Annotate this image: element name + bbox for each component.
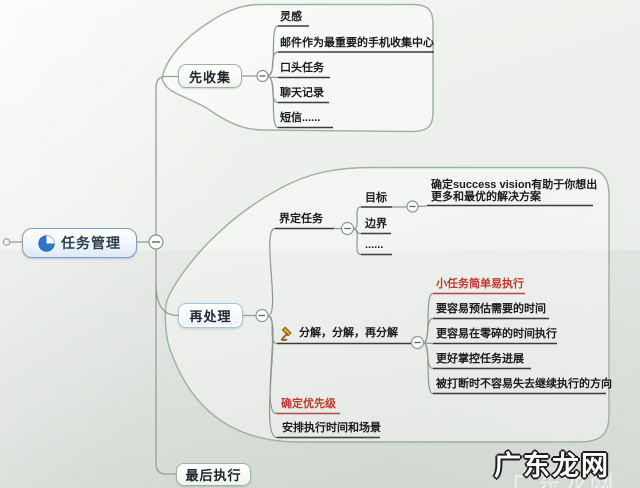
node-decompose[interactable]: 分解，分解，再分解 bbox=[280, 326, 398, 344]
branch-collect-label: 先收集 bbox=[188, 69, 231, 85]
leaf-verbal-tasks[interactable]: 口头任务 bbox=[280, 62, 324, 74]
leaf-fragmented-time[interactable]: 更容易在零碎的时间执行 bbox=[436, 328, 557, 340]
leaf-interruption-direction[interactable]: 被打断时不容易失去继续执行的方向 bbox=[436, 378, 612, 390]
branch-topic-process[interactable]: 再处理 bbox=[178, 303, 243, 328]
pie-chart-icon bbox=[38, 234, 55, 252]
success-vision-line1: 确定success vision有助于你想出 bbox=[431, 179, 598, 191]
leaf-estimate-time[interactable]: 要容易预估需要的时间 bbox=[436, 303, 546, 315]
watermark: 广东龙网 bbox=[494, 451, 610, 481]
collapse-collect[interactable] bbox=[256, 69, 269, 83]
node-etc[interactable]: ...... bbox=[365, 239, 384, 251]
leaf-success-vision-note[interactable]: 确定success vision有助于你想出 更多和最优的解决方案 bbox=[431, 179, 597, 206]
leaf-track-progress[interactable]: 更好掌控任务进展 bbox=[436, 353, 524, 365]
success-vision-line2: 更多和最优的解决方案 bbox=[431, 191, 541, 203]
leaf-sms[interactable]: 短信...... bbox=[280, 112, 321, 124]
node-prioritize[interactable]: 确定优先级 bbox=[281, 398, 336, 410]
node-goal[interactable]: 目标 bbox=[365, 191, 387, 204]
node-define-task[interactable]: 界定任务 bbox=[279, 213, 323, 225]
root-topic-task-management[interactable]: 任务管理 bbox=[22, 228, 137, 258]
root-left-handle[interactable] bbox=[2, 238, 11, 246]
process-child-links bbox=[267, 205, 434, 439]
decompose-label: 分解，分解，再分解 bbox=[299, 327, 398, 339]
collapse-process[interactable] bbox=[255, 308, 269, 323]
collect-child-links bbox=[267, 25, 279, 129]
leaf-inspiration[interactable]: 灵感 bbox=[280, 10, 302, 23]
topic-underlines bbox=[275, 25, 606, 439]
main-branch-links bbox=[10, 75, 257, 475]
collapse-root[interactable] bbox=[148, 234, 164, 250]
boundary-process-group bbox=[164, 166, 610, 443]
node-schedule[interactable]: 安排执行时间和场景 bbox=[282, 422, 381, 434]
collapse-define-task[interactable] bbox=[340, 221, 355, 236]
hammer-icon bbox=[280, 326, 292, 341]
leaf-email-collection[interactable]: 邮件作为最重要的手机收集中心 bbox=[280, 36, 434, 49]
collapse-decompose[interactable] bbox=[410, 335, 425, 350]
node-boundary[interactable]: 边界 bbox=[365, 218, 387, 230]
leaf-small-tasks-easy[interactable]: 小任务简单易执行 bbox=[436, 278, 524, 290]
root-topic-label: 任务管理 bbox=[61, 235, 121, 251]
leaf-chat-records[interactable]: 聊天记录 bbox=[280, 87, 324, 99]
branch-execute-label: 最后执行 bbox=[185, 468, 242, 483]
branch-topic-collect[interactable]: 先收集 bbox=[178, 64, 242, 88]
red-topic-underlines bbox=[276, 292, 525, 415]
collapse-buttons bbox=[2, 69, 425, 350]
collapse-goal[interactable] bbox=[406, 200, 419, 213]
branch-topic-execute[interactable]: 最后执行 bbox=[176, 463, 251, 486]
boundary-collect-group bbox=[161, 3, 434, 133]
branch-process-label: 再处理 bbox=[189, 309, 232, 324]
